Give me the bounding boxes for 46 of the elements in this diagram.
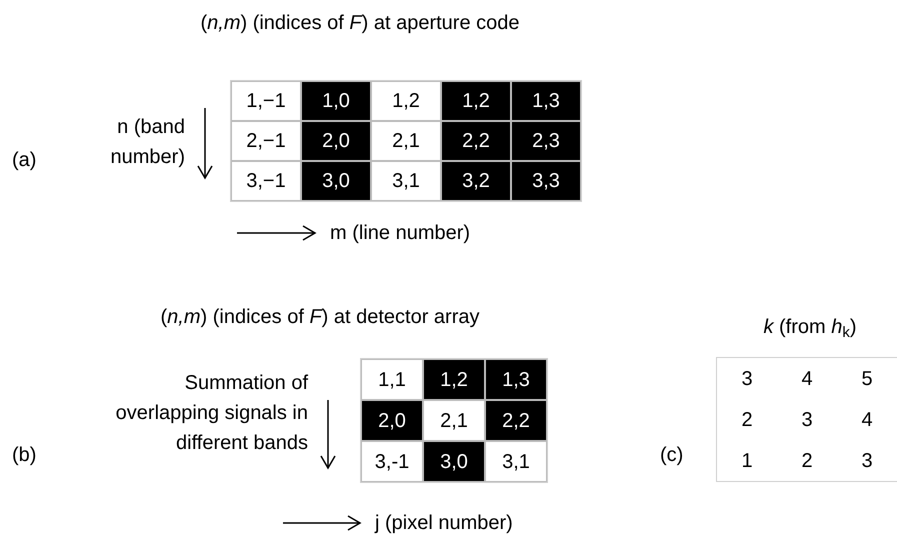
grid-value: 3: [740, 366, 754, 392]
grid-cell: 2,0: [301, 121, 371, 161]
grid-cell: 3,0: [423, 441, 485, 482]
text-label: (a): [12, 148, 38, 173]
grid-value: 5: [860, 366, 874, 392]
text-label: (c): [660, 443, 684, 468]
grid-cell: 1,3: [485, 359, 547, 400]
grid-cell: 1,2: [423, 359, 485, 400]
grid-value: 3: [860, 448, 874, 474]
grid-cell: 3,2: [441, 161, 511, 201]
text-label: (n,m) (indices of F) at detector array: [159, 305, 480, 330]
grid-cell: 3,3: [511, 161, 581, 201]
grid-cell: 2,1: [371, 121, 441, 161]
index-grid: [360, 358, 548, 483]
grid-value: 4: [860, 408, 874, 432]
grid-cell: 1,2: [441, 81, 511, 121]
grid-cell: 1,−1: [231, 81, 301, 121]
grid-value: 2: [740, 408, 754, 432]
grid-cell: 2,0: [361, 400, 423, 441]
grid-value: 3: [800, 408, 814, 432]
grid-cell: 3,1: [485, 441, 547, 482]
grid-value: 2: [800, 448, 814, 474]
grid-cell: 3,0: [301, 161, 371, 201]
grid-cell: 3,−1: [231, 161, 301, 201]
grid-cell: 2,3: [511, 121, 581, 161]
grid-cell: 2,−1: [231, 121, 301, 161]
grid-cell: 3,-1: [361, 441, 423, 482]
grid-cell: 1,3: [511, 81, 581, 121]
grid-cell: 1,0: [301, 81, 371, 121]
text-label: m (line number): [330, 221, 472, 246]
value-grid: [716, 357, 897, 482]
text-label: n (band number): [110, 115, 185, 170]
grid-value: 1: [740, 448, 754, 474]
text-label: (b): [12, 443, 38, 468]
grid-value: 4: [800, 366, 814, 392]
grid-cell: 1,1: [361, 359, 423, 400]
grid-cell: 2,1: [423, 400, 485, 441]
text-label: k (from h$_{k}$): [762, 315, 858, 342]
text-label: j (pixel number): [375, 511, 514, 536]
text-label: Summation of overlapping signals in different bands: [114, 371, 308, 456]
grid-cell: 3,1: [371, 161, 441, 201]
index-grid: [230, 80, 582, 202]
grid-cell: 1,2: [371, 81, 441, 121]
grid-cell: 2,2: [485, 400, 547, 441]
grid-cell: 2,2: [441, 121, 511, 161]
text-label: (n,m) (indices of F) at aperture code: [199, 11, 521, 36]
